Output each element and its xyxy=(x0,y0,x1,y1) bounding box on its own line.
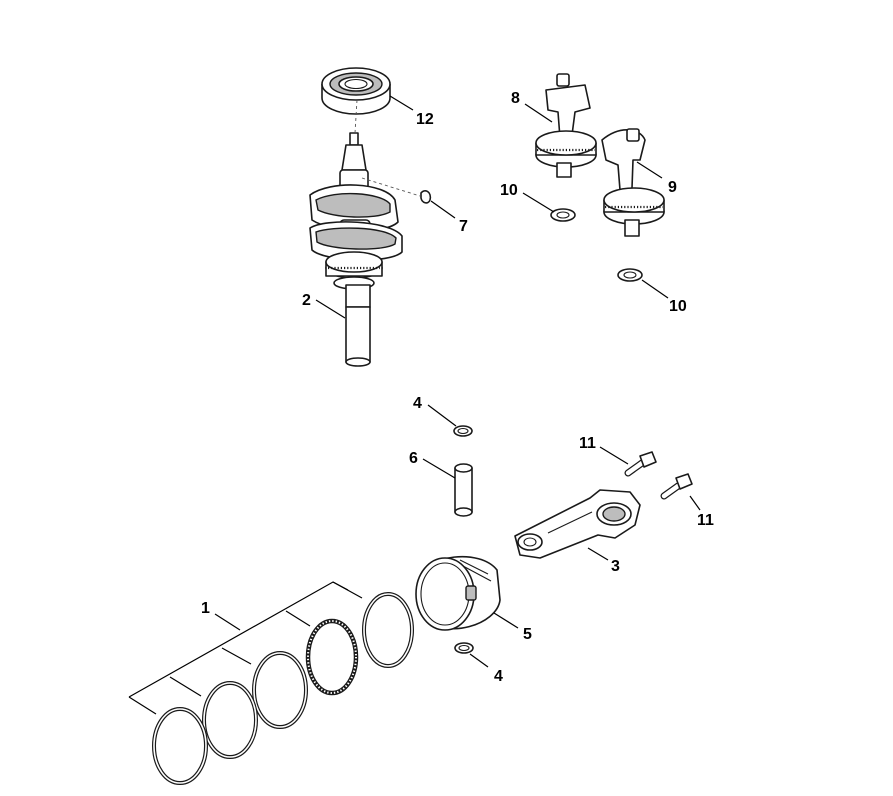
bolt-11b-part xyxy=(660,473,693,500)
balancer-shaft-8-part xyxy=(535,73,597,178)
callout-12: 12 xyxy=(416,111,434,128)
washer-10a-part xyxy=(550,208,576,222)
connecting-rod-part xyxy=(514,489,641,559)
piston-ring-1-part xyxy=(202,681,258,759)
callout-11-top: 11 xyxy=(579,435,596,452)
circlip-4a-part xyxy=(453,425,473,437)
piston-pin-part xyxy=(454,463,473,517)
woodruff-key-part xyxy=(420,190,432,204)
leader-lines xyxy=(128,95,701,715)
callout-10-bottom: 10 xyxy=(669,298,687,315)
callout-4-bottom: 4 xyxy=(494,668,503,685)
callout-4-top: 4 xyxy=(413,395,422,412)
callout-11-bottom: 11 xyxy=(697,512,714,529)
callout-8: 8 xyxy=(511,90,520,107)
bolt-11a-part xyxy=(624,451,657,477)
piston-ring-3-part xyxy=(305,618,359,696)
washer-10b-part xyxy=(617,268,643,282)
piston-ring-4-part xyxy=(362,592,414,668)
ball-bearing-part xyxy=(321,67,391,115)
crankshaft-part xyxy=(309,132,403,367)
callout-2: 2 xyxy=(302,292,311,309)
circlip-4b-part xyxy=(454,642,474,654)
piston-part xyxy=(415,555,501,631)
piston-ring-0-part xyxy=(152,707,208,785)
balancer-shaft-9-part xyxy=(601,128,665,237)
callout-1: 1 xyxy=(201,600,210,617)
callout-10-top: 10 xyxy=(500,182,518,199)
callout-9: 9 xyxy=(668,179,677,196)
piston-ring-2-part xyxy=(252,651,308,729)
callout-3: 3 xyxy=(611,558,620,575)
callout-6: 6 xyxy=(409,450,418,467)
callout-labels: 1 2 3 4 4 5 6 7 8 9 10 10 11 11 12 xyxy=(201,90,714,685)
callout-5: 5 xyxy=(523,626,532,643)
callout-7: 7 xyxy=(459,218,468,235)
